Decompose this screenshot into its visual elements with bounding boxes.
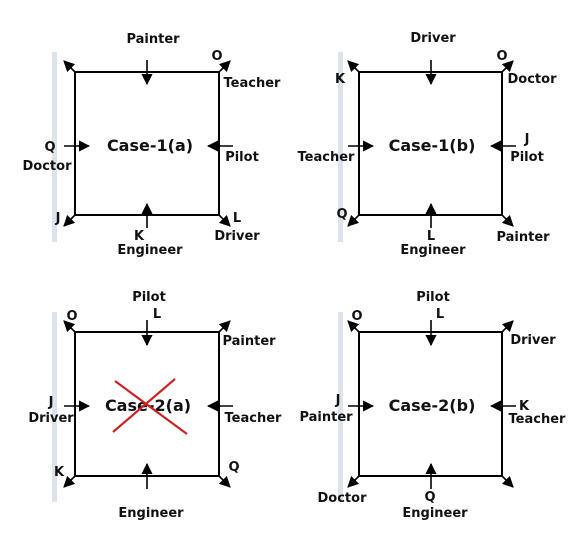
- corner-tl-person: O: [351, 309, 362, 324]
- arrow-corner-bl: [63, 214, 76, 227]
- side-bottom-person: Q: [424, 490, 435, 505]
- side-bottom-label: Engineer: [117, 243, 183, 258]
- corner-bl-person: K: [54, 465, 65, 480]
- panel-case-1a: Case-1(a) Painter O Teacher Q Doctor Pil…: [23, 32, 282, 258]
- panel-case-2b: Case-2(b) Pilot L O Driver J Painter K T…: [299, 290, 566, 521]
- side-right-label: Teacher: [509, 412, 567, 427]
- case-label: Case-2(b): [389, 396, 476, 415]
- corner-bl-person: J: [55, 211, 61, 226]
- side-top-person: L: [153, 307, 161, 322]
- side-top-label: Pilot: [132, 290, 166, 305]
- rejected-cross-mark: [112, 378, 188, 435]
- side-left-label: Doctor: [23, 159, 73, 174]
- arrow-corner-tl: [347, 60, 360, 73]
- corner-br-person: Q: [228, 460, 239, 475]
- panel-case-2a: Case-2(a) Pilot L O Painter J Driver Tea…: [28, 290, 282, 521]
- arrow-corner-bl: [347, 475, 360, 488]
- table-edge: [338, 312, 343, 502]
- case-label: Case-1(b): [389, 136, 476, 155]
- arrow-corner-br: [218, 475, 231, 488]
- side-left-person: Q: [44, 140, 55, 155]
- side-right-label: Pilot: [510, 150, 544, 165]
- side-bottom-label: Engineer: [118, 506, 184, 521]
- corner-tl-person: K: [335, 72, 346, 87]
- panel-case-1b: Case-1(b) Driver K O Doctor Teacher J Pi…: [298, 31, 558, 258]
- table-edge: [52, 52, 57, 242]
- side-right-label: Pilot: [225, 150, 259, 165]
- arrow-corner-br: [501, 214, 514, 227]
- corner-tl-person: O: [66, 309, 77, 324]
- arrow-corner-tr: [501, 320, 514, 333]
- side-bottom-label: Engineer: [402, 506, 468, 521]
- case-label: Case-1(a): [107, 136, 193, 155]
- corner-br-label: Driver: [214, 229, 260, 244]
- side-left-label: Painter: [299, 410, 353, 425]
- table-edge: [338, 52, 343, 242]
- arrow-corner-br: [501, 475, 514, 488]
- side-left-person: J: [48, 395, 54, 410]
- corner-tr-label: Teacher: [224, 76, 282, 91]
- side-right-person: K: [519, 399, 530, 414]
- arrow-corner-tl: [63, 320, 76, 333]
- side-bottom-person: L: [427, 229, 435, 244]
- arrow-corner-bl: [347, 214, 360, 227]
- side-right-label: Teacher: [225, 411, 283, 426]
- arrow-corner-tr: [218, 60, 231, 73]
- corner-tr-person: O: [211, 49, 222, 64]
- side-top-label: Driver: [410, 31, 456, 46]
- corner-tr-label: Driver: [510, 333, 556, 348]
- arrow-corner-tr: [501, 60, 514, 73]
- side-bottom-person: K: [134, 229, 145, 244]
- arrow-corner-tl: [347, 320, 360, 333]
- arrow-corner-br: [218, 214, 231, 227]
- corner-bl-person: Q: [336, 207, 347, 222]
- arrow-corner-tl: [63, 60, 76, 73]
- side-right-person: J: [524, 132, 530, 147]
- side-left-person: J: [335, 393, 341, 408]
- corner-br-person: L: [233, 211, 241, 226]
- side-top-label: Painter: [126, 32, 180, 47]
- corner-tr-label: Doctor: [508, 72, 558, 87]
- side-left-label: Driver: [28, 411, 74, 426]
- side-top-person: L: [436, 307, 444, 322]
- table-edge: [52, 312, 57, 502]
- side-bottom-label: Engineer: [400, 243, 466, 258]
- arrow-corner-tr: [218, 320, 231, 333]
- corner-tr-label: Painter: [222, 334, 276, 349]
- side-left-label: Teacher: [298, 150, 356, 165]
- corner-bl-label: Doctor: [318, 491, 368, 506]
- corner-br-label: Painter: [496, 230, 550, 245]
- arrow-corner-bl: [63, 475, 76, 488]
- corner-tr-person: O: [496, 49, 507, 64]
- side-top-label: Pilot: [416, 290, 450, 305]
